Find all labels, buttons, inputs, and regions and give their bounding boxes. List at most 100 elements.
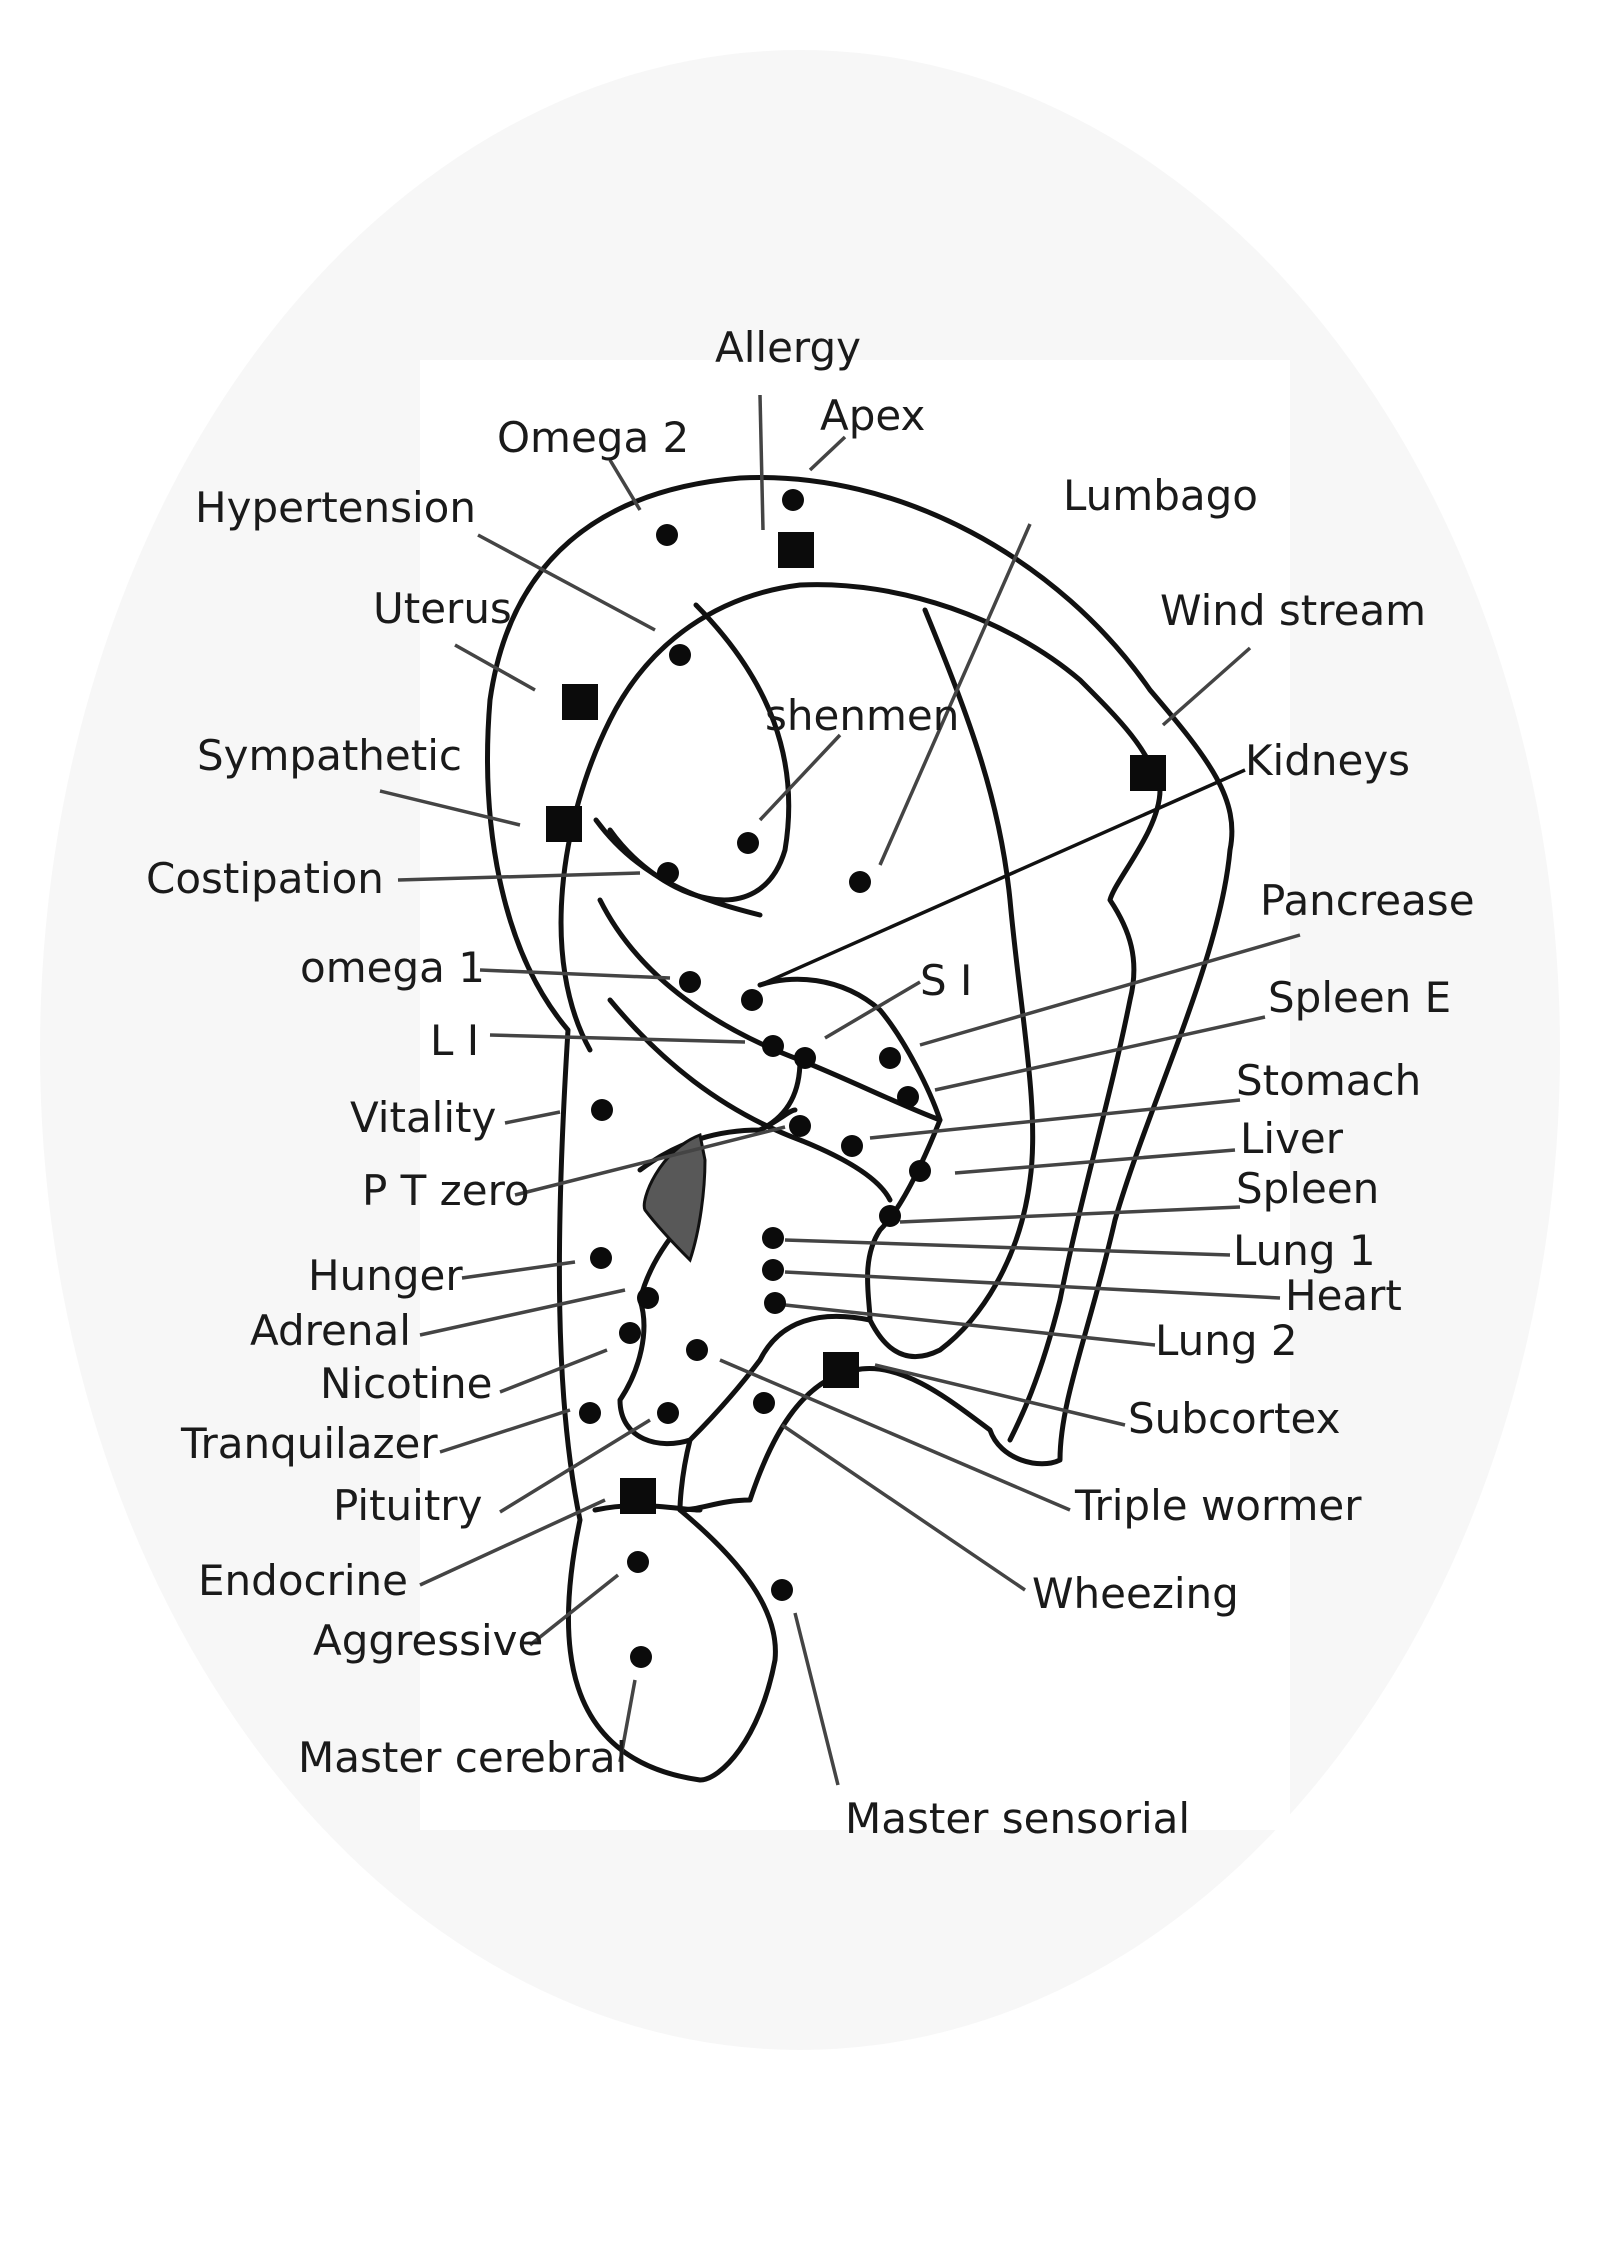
label-liver: Liver xyxy=(1240,1114,1344,1163)
label-sympathetic: Sympathetic xyxy=(197,731,462,780)
point-triple-wormer xyxy=(686,1339,708,1361)
leader-pancrease xyxy=(919,933,1301,1047)
label-hunger: Hunger xyxy=(308,1251,463,1300)
leader-master-cerebral xyxy=(618,1679,637,1763)
antihelix-left-leg xyxy=(867,607,1036,1359)
label-omega2: Omega 2 xyxy=(497,413,689,462)
leader-omega1 xyxy=(479,968,671,980)
point-subcortex xyxy=(823,1352,859,1388)
point-kidneys xyxy=(741,989,763,1011)
leader-wind-stream xyxy=(1161,646,1252,727)
point-lumbago xyxy=(849,871,871,893)
label-costipation: Costipation xyxy=(146,854,384,903)
point-li xyxy=(762,1035,784,1057)
leader-subcortex xyxy=(874,1363,1126,1427)
label-subcortex: Subcortex xyxy=(1128,1394,1340,1443)
leader-lines xyxy=(379,394,1301,1786)
label-omega1: omega 1 xyxy=(300,943,485,992)
point-omega2 xyxy=(656,524,678,546)
leader-aggressive xyxy=(528,1573,620,1647)
label-stomach: Stomach xyxy=(1236,1056,1421,1105)
leader-uterus xyxy=(454,643,536,692)
label-spleen-e: Spleen E xyxy=(1268,973,1451,1022)
point-stomach xyxy=(841,1135,863,1157)
point-liver xyxy=(909,1160,931,1182)
label-pituitry: Pituitry xyxy=(333,1481,482,1530)
ear-outline xyxy=(485,475,1235,1783)
leader-liver xyxy=(954,1148,1236,1175)
label-lung2: Lung 2 xyxy=(1155,1316,1298,1365)
point-endocrine xyxy=(620,1478,656,1514)
leader-stomach xyxy=(869,1098,1241,1140)
label-endocrine: Endocrine xyxy=(198,1556,408,1605)
point-labels: Allergy Apex Omega 2 Hypertension Lumbag… xyxy=(146,323,1475,1843)
point-lung2 xyxy=(764,1292,786,1314)
leader-hunger xyxy=(461,1260,576,1280)
label-uterus: Uterus xyxy=(373,584,512,633)
point-uterus xyxy=(562,684,598,720)
helix-crus xyxy=(607,997,893,1203)
point-costipation xyxy=(657,862,679,884)
point-spleen-e xyxy=(897,1086,919,1108)
leader-pt-zero xyxy=(514,1125,786,1197)
label-heart: Heart xyxy=(1285,1271,1402,1320)
label-wind-stream: Wind stream xyxy=(1160,586,1426,635)
label-master-sensorial: Master sensorial xyxy=(845,1794,1190,1843)
label-kidneys: Kidneys xyxy=(1245,736,1410,785)
leader-kidneys xyxy=(759,768,1246,987)
label-nicotine: Nicotine xyxy=(320,1359,492,1408)
point-adrenal xyxy=(637,1287,659,1309)
leader-apex xyxy=(808,435,847,472)
label-li: L I xyxy=(430,1016,479,1065)
leader-shenmen xyxy=(758,733,842,822)
leader-spleen xyxy=(899,1205,1241,1224)
leader-heart xyxy=(784,1270,1281,1300)
label-pancrease: Pancrease xyxy=(1260,876,1475,925)
label-triple-wormer: Triple wormer xyxy=(1074,1481,1362,1530)
point-master-sensorial xyxy=(771,1579,793,1601)
lobe-divider xyxy=(592,1503,703,1513)
leader-tranquilazer xyxy=(439,1408,571,1454)
point-heart xyxy=(762,1259,784,1281)
crus-upper xyxy=(593,817,763,918)
leader-master-sensorial xyxy=(793,1612,840,1786)
label-pt-zero: P T zero xyxy=(362,1166,530,1215)
leader-triple-wormer xyxy=(719,1358,1071,1512)
leader-hypertension xyxy=(477,533,656,632)
point-pancrease xyxy=(879,1047,901,1069)
concha-rim xyxy=(597,897,943,1123)
leader-wheezing xyxy=(781,1423,1026,1592)
label-tranquilazer: Tranquilazer xyxy=(180,1419,438,1468)
label-allergy: Allergy xyxy=(715,323,861,372)
point-pt-zero xyxy=(789,1115,811,1137)
antitragus-notch xyxy=(637,1107,798,1173)
label-apex: Apex xyxy=(820,391,925,440)
point-wind-stream xyxy=(1130,755,1166,791)
pt-zero-zone xyxy=(642,1132,707,1263)
leader-li xyxy=(489,1033,746,1044)
label-lung1: Lung 1 xyxy=(1233,1226,1376,1275)
point-master-cerebral xyxy=(630,1646,652,1668)
point-aggressive xyxy=(627,1551,649,1573)
label-master-cerebral: Master cerebral xyxy=(298,1733,627,1782)
leader-spleen-e xyxy=(934,1015,1266,1092)
label-si: S I xyxy=(920,956,972,1005)
label-lumbago: Lumbago xyxy=(1063,471,1258,520)
point-pituitry xyxy=(657,1402,679,1424)
antitragus-curve xyxy=(757,1057,803,1133)
leader-vitality xyxy=(504,1110,561,1125)
leader-costipation xyxy=(397,871,641,882)
label-spleen: Spleen xyxy=(1236,1164,1379,1213)
concha-lower xyxy=(617,1117,943,1447)
leader-endocrine xyxy=(419,1498,606,1587)
point-nicotine xyxy=(619,1322,641,1344)
leader-nicotine xyxy=(499,1348,608,1394)
point-lung1 xyxy=(762,1227,784,1249)
point-si xyxy=(794,1047,816,1069)
label-shenmen: shenmen xyxy=(765,691,959,740)
outer-helix xyxy=(485,475,1235,1783)
leader-adrenal xyxy=(419,1288,626,1337)
leader-lung2 xyxy=(784,1303,1156,1347)
point-wheezing xyxy=(753,1392,775,1414)
